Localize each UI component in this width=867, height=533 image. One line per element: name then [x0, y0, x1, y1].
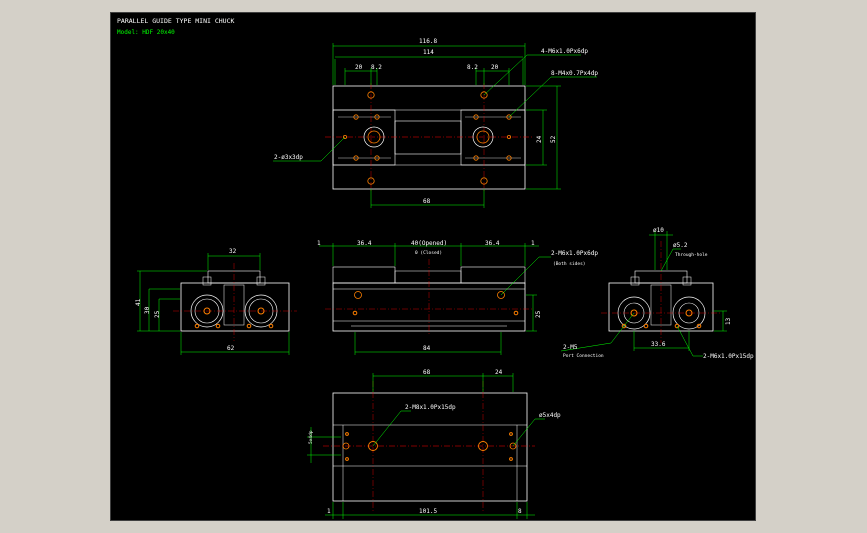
dim-8-2-right: 8.2	[467, 64, 478, 71]
callout-front-m6: 2-M6x1.0Px6dp	[551, 250, 598, 257]
dim-24-bottom: 24	[495, 369, 503, 376]
dim-32: 32	[229, 248, 237, 255]
front-view: 1 36.4 40(Opened) 0 (Closed) 36.4 1 84 2…	[317, 240, 598, 355]
callout-2-m8: 2-M8x1.0Px15dp	[405, 404, 456, 411]
dim-33-6: 33.6	[651, 341, 666, 348]
callout-both-sides: (Both sides)	[553, 261, 586, 267]
bottom-view: 68 24 101.5 1 8 5x4dp 2-M8x1.0Px15dp ø5x…	[307, 369, 561, 519]
dim-25-front: 25	[535, 310, 542, 318]
dim-13: 13	[725, 317, 732, 325]
dim-84: 84	[423, 345, 431, 352]
model-label: Model: HDF 20x40	[117, 29, 175, 36]
callout-4-m6: 4-M6x1.0Px6dp	[541, 48, 588, 55]
callout-2-m5: 2-M5	[563, 344, 578, 351]
dim-114: 114	[423, 49, 434, 56]
port-connection-label: Port Connection	[563, 353, 604, 359]
dim-5x4dp-side: 5x4dp	[308, 430, 314, 444]
dim-20-right: 20	[491, 64, 499, 71]
cad-viewport[interactable]: PARALLEL GUIDE TYPE MINI CHUCK Model: HD…	[110, 12, 756, 521]
dim-40-opened: 40(Opened)	[411, 240, 447, 247]
drawing-title: PARALLEL GUIDE TYPE MINI CHUCK	[117, 17, 234, 25]
dim-24: 24	[536, 135, 543, 143]
callout-8-m4: 8-M4x0.7Px4dp	[551, 70, 598, 77]
technical-drawing: PARALLEL GUIDE TYPE MINI CHUCK Model: HD…	[117, 17, 754, 519]
callout-pin-dia-5: ø5x4dp	[539, 412, 561, 419]
top-view: 116.8 114 20 8.2 8.2 20 68 24 52 4-M6x1.…	[273, 38, 598, 208]
dim-62: 62	[227, 345, 235, 352]
dim-8-bottom: 8	[518, 508, 522, 515]
dim-36-4-right: 36.4	[485, 240, 500, 247]
dim-36-4-left: 36.4	[357, 240, 372, 247]
dim-25-left: 25	[154, 310, 161, 318]
right-view: ø10 ø5.2 Through-hole 33.6 13 2-M5 Port …	[560, 227, 754, 360]
through-hole-label: Through-hole	[675, 252, 708, 258]
dim-116-8: 116.8	[419, 38, 437, 45]
dim-1-bottom: 1	[327, 508, 331, 515]
dim-dia-5-2: ø5.2	[673, 242, 688, 249]
dim-30: 30	[144, 306, 151, 314]
dim-101-5: 101.5	[419, 508, 437, 515]
dim-41: 41	[135, 298, 142, 306]
dim-8-2-left: 8.2	[371, 64, 382, 71]
top-view-body	[332, 85, 526, 190]
dim-20-left: 20	[355, 64, 363, 71]
dim-1-front-right: 1	[531, 240, 535, 247]
dim-1-front-left: 1	[317, 240, 321, 247]
callout-pins: 2-ø3x3dp	[274, 154, 303, 161]
dim-0-closed: 0 (Closed)	[415, 250, 442, 256]
dim-68-top: 68	[423, 198, 431, 205]
dim-68-bottom: 68	[423, 369, 431, 376]
callout-right-m6: 2-M6x1.0Px15dp	[703, 353, 754, 360]
dim-dia-10: ø10	[653, 227, 664, 234]
left-view: 32 62 41 30 25	[135, 248, 297, 355]
dim-52: 52	[550, 135, 557, 143]
